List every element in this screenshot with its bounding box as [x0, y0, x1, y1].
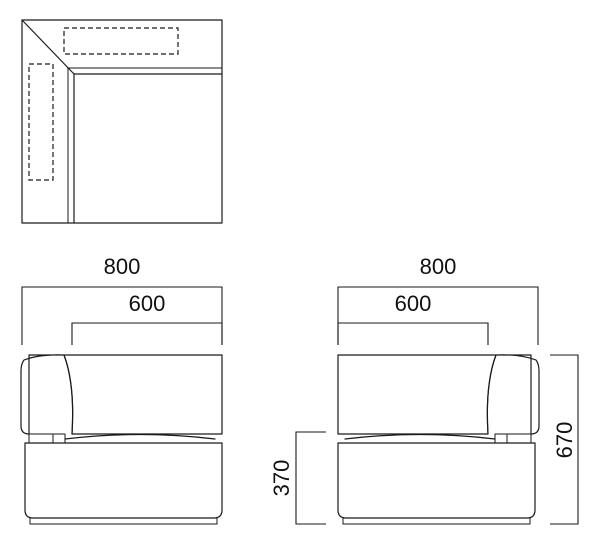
seat-height-label: 370: [269, 460, 294, 497]
right-front-view: 800 600 370 670: [269, 254, 579, 525]
left-overall-width-label: 800: [104, 254, 141, 279]
right-overall-width-label: 800: [420, 254, 457, 279]
right-plinth: [342, 517, 531, 525]
overall-height-label: 670: [552, 422, 577, 459]
right-overall-dim-line: [337, 286, 539, 345]
right-backrest: [337, 354, 540, 435]
left-seat-width-label: 600: [129, 291, 166, 316]
seat-height-dim-line: [295, 431, 326, 525]
plan-left-cushion-dashed: [28, 63, 54, 181]
left-plinth: [29, 517, 218, 525]
right-seat-dim-line: [337, 322, 489, 345]
left-backrest: [20, 354, 223, 435]
plan-corner-diagonal: [21, 19, 75, 75]
left-overall-dim-line: [21, 286, 223, 345]
overall-height-dim-line: [550, 354, 579, 525]
left-seat-dim-line: [71, 322, 223, 345]
right-seat-cushion-top: [344, 433, 496, 440]
plan-backrest-edge: [73, 73, 223, 224]
plan-top-cushion-dashed: [63, 27, 179, 55]
plan-outline: [21, 19, 223, 224]
left-arm-curve: [63, 354, 74, 435]
left-leg-block: [28, 433, 54, 444]
left-base: [24, 442, 223, 519]
left-seat-cushion-top: [64, 433, 216, 440]
left-leg-block-2: [52, 433, 66, 444]
right-seat-width-label: 600: [395, 291, 432, 316]
right-leg-block-2: [494, 433, 508, 444]
right-leg-block: [506, 433, 532, 444]
right-arm-curve: [486, 354, 497, 435]
right-base: [337, 442, 536, 519]
plan-backrest-inner: [67, 67, 216, 223]
plan-view: [21, 19, 223, 224]
left-front-view: 800 600: [20, 254, 223, 525]
